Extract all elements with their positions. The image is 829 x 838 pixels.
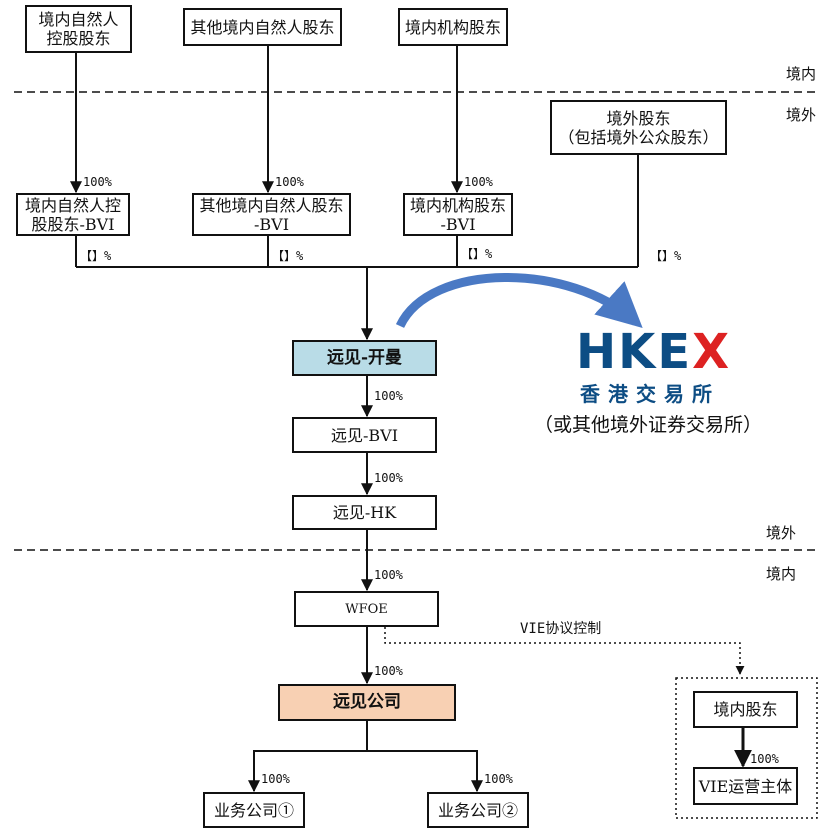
- box-vie-entity: VIE运营主体: [693, 767, 798, 805]
- box-kaiman: 远见-开曼: [292, 340, 437, 376]
- vie-connector: [384, 627, 745, 675]
- box-business-company-1: 业务公司①: [203, 792, 305, 828]
- vie-dotted-frame: [675, 677, 818, 819]
- arrow-to-biz1: [248, 721, 368, 793]
- percent-label: 100%: [484, 772, 513, 786]
- box-institutional-bvi: 境内机构股东 -BVI: [403, 193, 513, 236]
- hkex-logo: HKEX: [576, 324, 731, 380]
- zone-label-domestic: 境内: [786, 65, 817, 83]
- percent-label: 100%: [750, 752, 779, 766]
- zone-label-overseas: 境外: [786, 106, 817, 124]
- exchange-note: （或其他境外证券交易所）: [534, 414, 763, 436]
- percent-placeholder: 【】%: [650, 249, 682, 263]
- percent-label: 100%: [261, 772, 290, 786]
- box-business-company-2: 业务公司②: [427, 792, 529, 828]
- zone-label-domestic-2: 境内: [766, 565, 797, 583]
- box-wfoe: WFOE: [294, 591, 439, 627]
- hkex-logo-x: X: [692, 324, 732, 380]
- zone-label-overseas-2: 境外: [766, 524, 797, 542]
- percent-label: 100%: [464, 175, 493, 189]
- percent-placeholder: 【】%: [272, 249, 304, 263]
- vie-control-label: VIE协议控制: [520, 621, 602, 637]
- box-controlling-shareholder: 境内自然人 控股股东: [25, 5, 132, 53]
- percent-label: 100%: [275, 175, 304, 189]
- box-yuanjian-hk: 远见-HK: [292, 495, 437, 530]
- percent-label: 100%: [374, 471, 403, 485]
- box-other-shareholders: 其他境内自然人股东: [183, 8, 342, 46]
- box-vie-shareholder: 境内股东: [693, 691, 798, 728]
- listing-arrow: [395, 273, 643, 329]
- percent-label: 100%: [374, 664, 403, 678]
- hkex-chinese-name: 香港交易所: [580, 382, 720, 406]
- percent-label: 100%: [374, 568, 403, 582]
- percent-placeholder: 【】%: [461, 247, 493, 261]
- box-controlling-bvi: 境内自然人控 股股东-BVI: [16, 193, 130, 236]
- box-overseas-shareholders: 境外股东 （包括境外公众股东）: [550, 100, 727, 155]
- box-yuanjian-company: 远见公司: [278, 684, 456, 721]
- percent-label: 100%: [83, 175, 112, 189]
- box-other-bvi: 其他境内自然人股东 -BVI: [192, 193, 351, 236]
- hkex-logo-text: HKE: [576, 324, 693, 380]
- box-institutional-shareholders: 境内机构股东: [398, 8, 508, 46]
- box-yuanjian-bvi: 远见-BVI: [292, 417, 437, 453]
- percent-label: 100%: [374, 389, 403, 403]
- percent-placeholder: 【】%: [80, 249, 112, 263]
- arrow-to-biz2: [367, 750, 483, 793]
